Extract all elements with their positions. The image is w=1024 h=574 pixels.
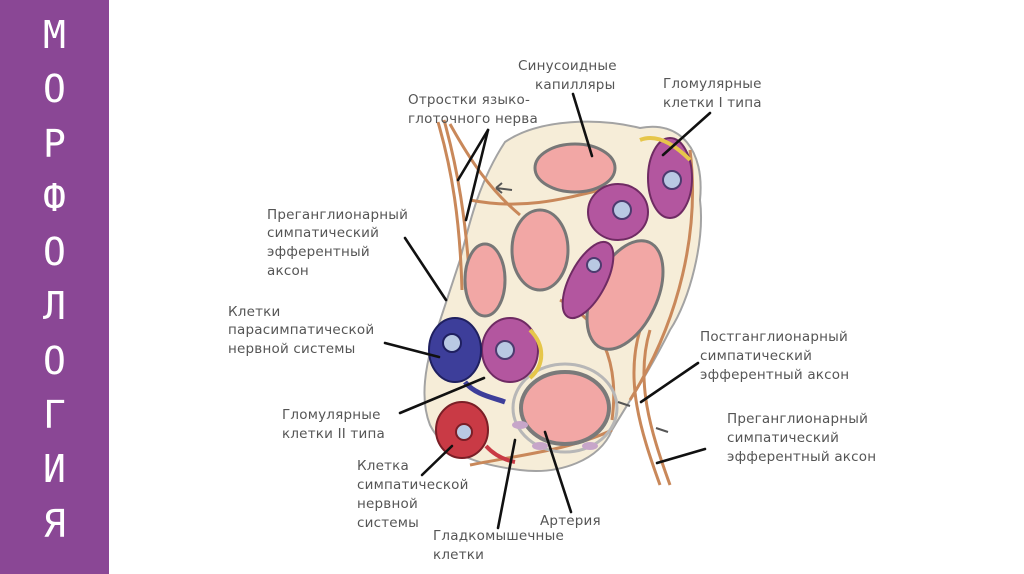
leader-line-sinusoid xyxy=(571,92,594,158)
smooth-muscle-cell xyxy=(582,442,598,450)
label-preganglionic-axon-left: Преганглионарный симпатический эфферентн… xyxy=(267,207,413,279)
label-parasympathetic-cells: Клетки парасимпатической нервной системы xyxy=(228,304,379,357)
glossopharyngeal-fiber xyxy=(436,121,464,291)
preganglionic-fiber-right xyxy=(642,329,672,486)
title-letter: Ф xyxy=(43,175,66,220)
nerve-fiber xyxy=(469,428,613,467)
leader-line-glossopharyngeal xyxy=(464,128,490,222)
preganglionic-fiber-right xyxy=(632,329,662,486)
glomus-cell-type-1 xyxy=(481,317,539,383)
sustentacular-cell xyxy=(528,328,544,380)
smooth-muscle-cell xyxy=(532,442,548,450)
title-letter: О xyxy=(43,338,66,383)
sidebar-panel: М О Р Ф О Л О Г И Я xyxy=(0,0,109,574)
leader-line-preganglionic-right xyxy=(655,447,707,465)
label-sympathetic-cell: Клетка симпатической нервной системы xyxy=(357,458,473,531)
label-glomus-cells-type-2: Гломулярные клетки II типа xyxy=(282,407,385,442)
glomus-cell-type-1 xyxy=(561,240,615,320)
title-letter: И xyxy=(43,447,66,492)
label-smooth-muscle-cells: Гладкомышечные клетки xyxy=(433,528,568,563)
glomus-cell-type-1 xyxy=(647,137,693,219)
glomus-cell-type-1 xyxy=(587,183,649,241)
label-artery: Артерия xyxy=(540,513,601,529)
label-sinusoid-capillaries: Синусоидные капилляры xyxy=(518,58,621,93)
title-letter: М xyxy=(43,13,66,57)
leader-line-artery xyxy=(543,430,573,514)
title-letter: Р xyxy=(43,121,66,166)
flow-arrow xyxy=(655,427,669,433)
title-letter: О xyxy=(43,230,66,275)
title-letter: О xyxy=(43,67,66,112)
sinusoid-capillary xyxy=(463,242,507,318)
label-postganglionic-axon: Постганглионарный симпатический эфферент… xyxy=(700,329,852,383)
flow-arrow xyxy=(495,182,513,194)
label-preganglionic-axon-right: Преганглионарный симпатический эфферентн… xyxy=(727,411,876,465)
sustentacular-cell xyxy=(639,136,692,162)
glossopharyngeal-fiber xyxy=(448,123,521,217)
glossopharyngeal-fiber xyxy=(469,188,601,206)
sinusoid-capillary xyxy=(510,208,570,292)
sympathetic-cell xyxy=(435,401,516,464)
leader-line-postganglionic xyxy=(639,361,700,404)
smooth-muscle-cell xyxy=(512,421,528,429)
leader-line-glomus1 xyxy=(661,111,712,157)
leader-line-glossopharyngeal xyxy=(456,128,490,182)
sinusoid-capillary xyxy=(533,142,617,194)
label-glossopharyngeal-processes: Отростки языко- глоточного нерва xyxy=(408,92,538,127)
leader-line-preganglionic-left xyxy=(403,236,448,302)
sidebar-title-vertical: М О Р Ф О Л О Г И Я xyxy=(0,8,109,551)
artery-wall xyxy=(511,362,619,454)
label-glomus-cells-type-1: Гломулярные клетки I типа xyxy=(663,76,766,111)
title-letter: Л xyxy=(43,284,66,329)
leader-line-parasympathetic xyxy=(383,341,441,359)
title-letter: Я xyxy=(43,501,66,546)
leader-line-smooth-muscle xyxy=(496,438,517,530)
leader-line-glomus2 xyxy=(398,376,486,415)
flow-arrow xyxy=(617,401,631,407)
artery-lumen xyxy=(519,370,611,446)
title-letter: Г xyxy=(43,393,66,438)
leader-line-sympathetic xyxy=(420,444,454,477)
